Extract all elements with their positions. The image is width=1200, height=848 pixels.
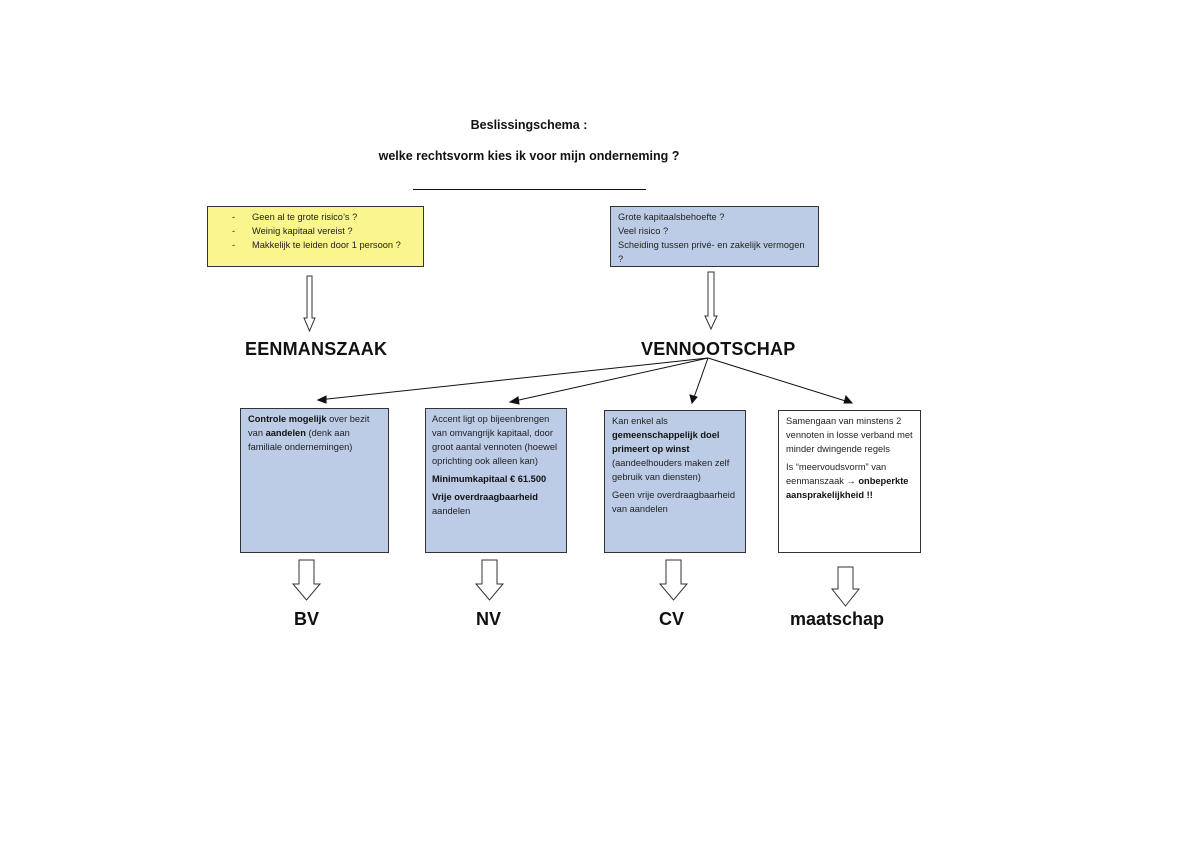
nv-min-capital-bold: Minimumkapitaal € 61.500 — [432, 473, 547, 484]
bv-description-box: Controle mogelijk over bezit van aandele… — [240, 408, 389, 553]
nv-label: NV — [476, 609, 502, 629]
nv-description-box: Accent ligt op bijeenbrengen van omvangr… — [425, 408, 567, 553]
down-arrow-nv — [474, 559, 505, 601]
maatschap-liability: Is “meervoudsvorm” van eenmanszaak → onb… — [786, 461, 915, 503]
down-arrow-eenmanszaak — [303, 275, 316, 333]
title-underline — [413, 189, 646, 190]
maatschap-description-box: Samengaan van minstens 2 vennoten in los… — [778, 410, 921, 553]
bv-bold-shares: aandelen — [265, 427, 306, 438]
vennootschap-label: VENNOOTSCHAP — [641, 339, 796, 359]
criteria-list: Geen al te grote risico’s ? Weinig kapit… — [228, 211, 415, 253]
vennootschap-criteria-box: Grote kapitaalsbehoefte ? Veel risico ? … — [610, 206, 819, 267]
criteria-item: Makkelijk te leiden door 1 persoon ? — [228, 239, 415, 253]
branch-lines — [316, 357, 854, 405]
cv-text: (aandeelhouders maken zelf gebruik van d… — [612, 457, 730, 482]
bv-label: BV — [294, 609, 320, 629]
cv-description-box: Kan enkel als gemeenschappelijk doel pri… — [604, 410, 746, 553]
cv-bold-goal: gemeenschappelijk doel primeert op winst — [612, 429, 720, 454]
cv-description: Kan enkel als gemeenschappelijk doel pri… — [612, 415, 739, 485]
bv-text: over bezit van — [248, 414, 370, 438]
criteria-item: Geen al te grote risico’s ? — [228, 211, 415, 225]
cv-text: Kan enkel als — [612, 416, 668, 426]
criteria-line: Scheiding tussen privé- en zakelijk verm… — [618, 239, 805, 264]
diagram-title: Beslissingschema : — [470, 118, 588, 132]
maatschap-text: Is “meervoudsvorm” van eenmanszaak — [786, 461, 887, 486]
nv-transferability-text: aandelen — [432, 505, 471, 516]
bv-bold-control: Controle mogelijk — [248, 414, 327, 424]
eenmanszaak-label: EENMANSZAAK — [245, 339, 388, 359]
bv-text: (denk aan familiale ondernemingen) — [248, 427, 353, 452]
criteria-line: Veel risico ? — [618, 225, 669, 236]
maatschap-bold-liability: onbeperkte aansprakelijkheid !! — [786, 475, 909, 500]
nv-transferability-bold: Vrije overdraagbaarheid — [432, 491, 538, 502]
nv-transferability: Vrije overdraagbaarheid aandelen — [432, 491, 560, 519]
criteria-item: Weinig kapitaal vereist ? — [228, 225, 415, 239]
diagram-subtitle: welke rechtsvorm kies ik voor mijn onder… — [378, 149, 680, 163]
down-arrow-bv — [291, 559, 322, 601]
maatschap-description: Samengaan van minstens 2 vennoten in los… — [786, 416, 913, 454]
bv-description: Controle mogelijk over bezit van aandele… — [248, 413, 382, 455]
down-arrow-maatschap — [830, 566, 861, 607]
eenmanszaak-criteria-box: Geen al te grote risico’s ? Weinig kapit… — [207, 206, 424, 267]
down-arrow-cv — [658, 559, 689, 601]
right-arrow-icon: → — [846, 475, 856, 486]
cv-label: CV — [659, 609, 685, 629]
nv-description: Accent ligt op bijeenbrengen van omvangr… — [432, 414, 558, 466]
down-arrow-vennootschap — [704, 271, 718, 331]
criteria-line: Grote kapitaalsbehoefte ? — [618, 212, 725, 222]
nv-min-capital: Minimumkapitaal € 61.500 — [432, 473, 560, 487]
maatschap-label: maatschap — [790, 609, 885, 629]
cv-transferability: Geen vrije overdraagbaarheid van aandele… — [612, 489, 736, 514]
